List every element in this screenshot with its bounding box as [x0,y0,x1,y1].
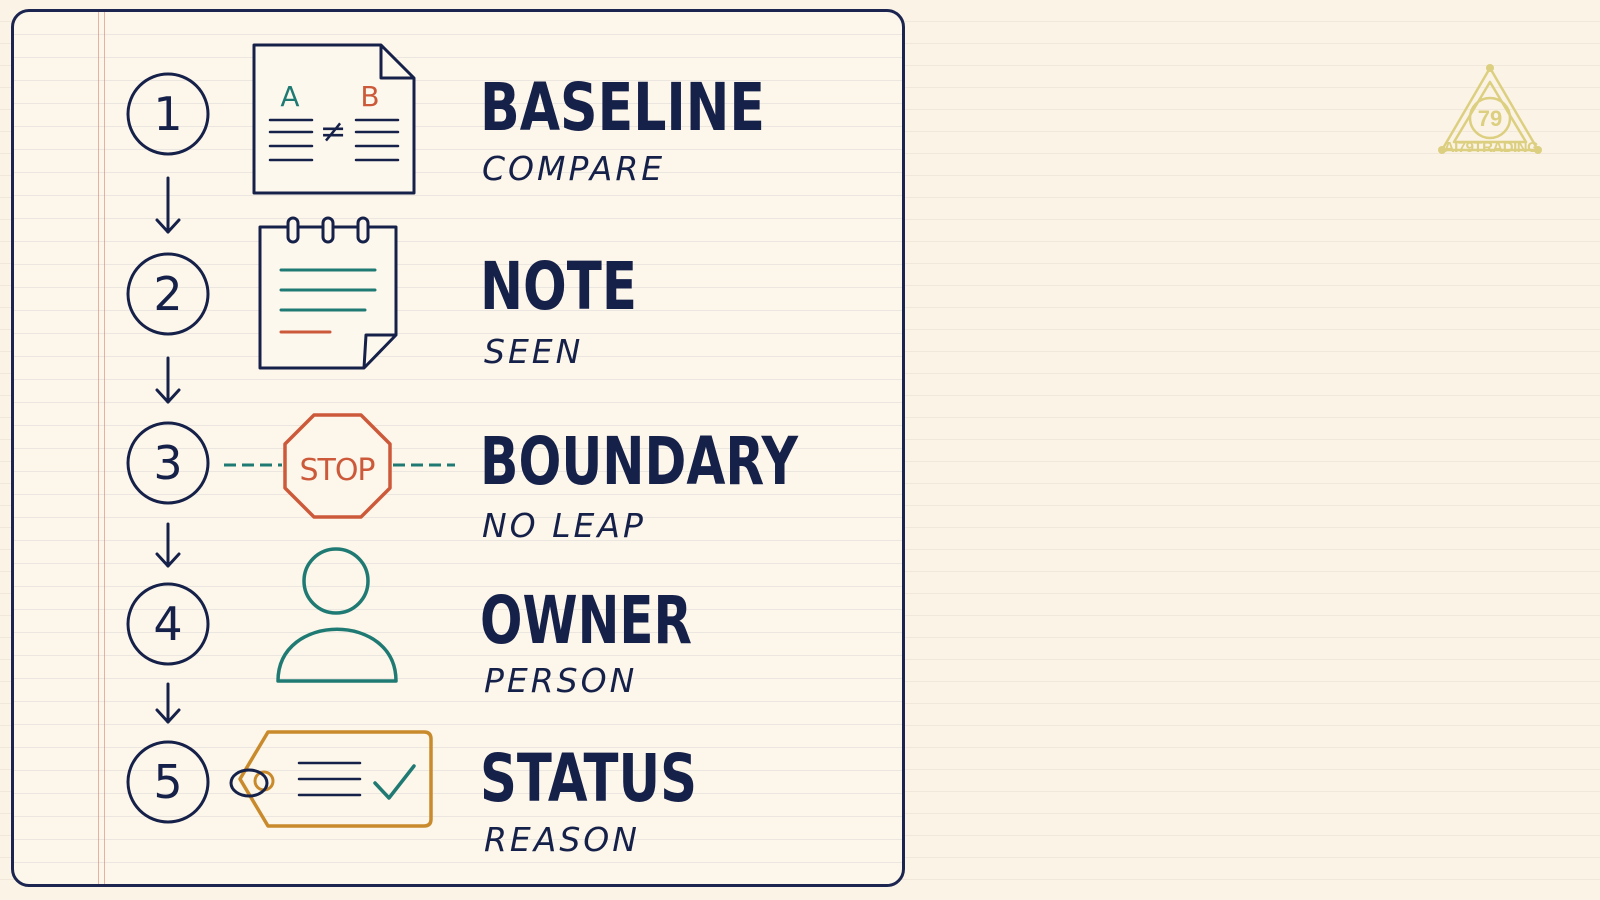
step-2-subtitle: SEEN [484,332,583,371]
step-3-marker: 3 [126,421,210,505]
arrow-down-icon [155,522,181,568]
stop-sign-icon: STOP [283,413,392,519]
compare-letter-a: A [280,80,299,113]
brand-logo-icon: 79 [1438,64,1542,154]
step-5-circle [126,740,210,824]
step-5-number: 5 [153,755,182,809]
step-1-title: BASELINE [480,69,765,146]
step-4-subtitle: PERSON [484,661,637,700]
stop-sign-text: STOP [299,453,375,488]
step-3-subtitle: NO LEAP [482,506,646,545]
arrow-down-icon [155,356,181,404]
step-2-number: 2 [153,267,182,321]
step-2-title: NOTE [480,248,637,325]
step-1-subtitle: COMPARE [482,149,665,188]
step-3-circle [126,421,210,505]
arrow-down-icon [155,176,181,234]
logo-badge-number: 79 [1478,106,1502,131]
not-equal-symbol: ≠ [320,112,347,150]
step-2-circle [126,252,210,336]
step-3-title: BOUNDARY [480,423,799,500]
step-5-subtitle: REASON [484,820,640,859]
brand-logo-text: AI79TRADING [1443,139,1539,156]
step-1-marker: 1 [126,72,210,156]
step-5-title: STATUS [480,740,697,817]
notepad-icon [258,216,398,370]
step-4-title: OWNER [480,582,692,659]
steps-diagram: 1 2 3 4 5 [126,43,799,859]
arrow-down-icon [155,682,181,724]
step-4-circle [126,582,210,666]
margin-line-left [98,12,99,884]
step-2-marker: 2 [126,252,210,336]
person-icon [276,547,398,683]
compare-letter-b: B [360,80,379,113]
step-1-circle [126,72,210,156]
step-1-number: 1 [153,87,182,141]
steps-card [11,9,905,887]
step-5-marker: 5 [126,740,210,824]
margin-line-right [104,12,105,884]
step-4-number: 4 [153,597,182,651]
step-3-number: 3 [153,436,182,490]
compare-document-icon: A B ≠ [252,43,416,195]
step-4-marker: 4 [126,582,210,666]
tag-check-icon [229,730,433,828]
